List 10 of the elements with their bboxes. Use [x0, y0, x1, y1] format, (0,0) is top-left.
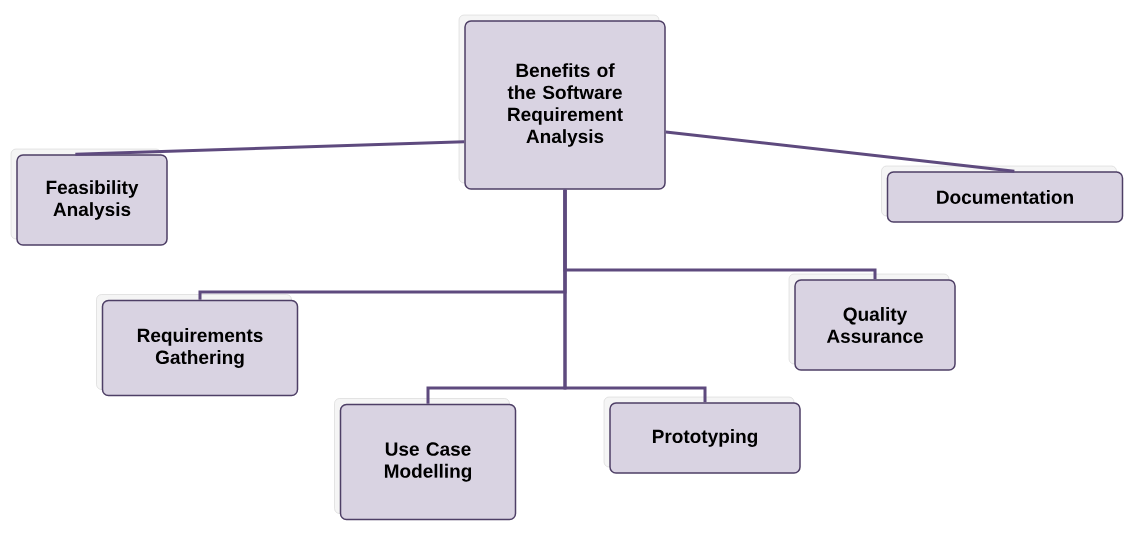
- process-box: Feasibility Analysis: [10, 148, 168, 246]
- process-box: Prototyping: [603, 396, 801, 474]
- process-box: Benefits of the Software Requirement Analysis: [458, 14, 666, 190]
- connector-line: [563, 189, 707, 403]
- process-box: Documentation: [881, 165, 1124, 223]
- connector-line: [75, 140, 465, 156]
- process-box: Use Case Modelling: [334, 398, 517, 521]
- process-box: Requirements Gathering: [96, 294, 299, 397]
- process-box: Quality Assurance: [788, 273, 956, 371]
- connector-line: [665, 130, 1015, 173]
